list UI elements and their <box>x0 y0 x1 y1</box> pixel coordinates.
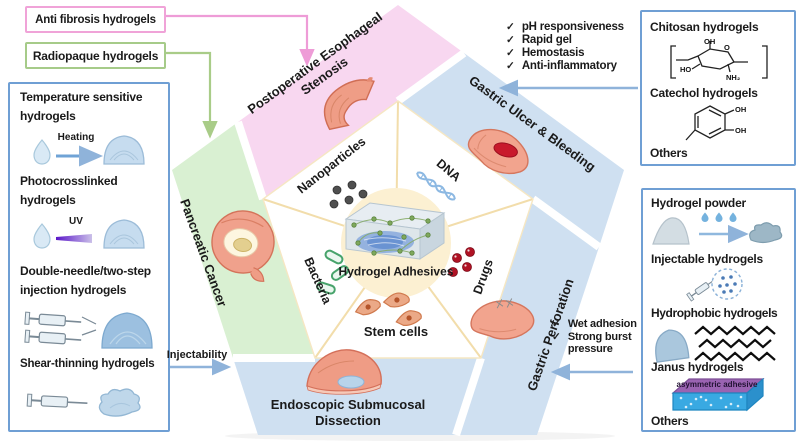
double-needle-icon-row <box>24 306 162 352</box>
shear-thinning-icon-row <box>26 382 156 422</box>
check-icon: ✓ <box>506 60 515 72</box>
droplets-icon <box>701 212 737 222</box>
bacteria-icon <box>316 249 350 295</box>
atom-oh: OH <box>735 126 746 135</box>
check-label: Rapid gel <box>521 34 572 46</box>
janus-face-label: asymmetric adhesive <box>676 380 758 389</box>
chitosan-structure-icon: OH O HO NH₂ <box>670 38 768 82</box>
material-hydrogels-panel: Chitosan hydrogels OH O HO NH₂ Catechol … <box>640 10 796 166</box>
stomach-perforation-illustration <box>470 298 535 340</box>
check-icon: ✓ <box>506 47 515 59</box>
radiopaque-connector <box>162 51 218 139</box>
esd-tissue-illustration <box>306 349 382 395</box>
chitosan-label: Chitosan hydrogels <box>650 20 759 34</box>
check-icon: ✓ <box>552 331 561 343</box>
gp-checklist: ✓ Wet adhesion ✓ Strong burst pressure <box>552 318 644 356</box>
droplet-icon <box>33 223 51 249</box>
gub-checklist: ✓ pH responsiveness ✓ Rapid gel ✓ Hemostasi… <box>506 21 636 73</box>
inner-pentagon-outline <box>262 100 534 359</box>
check-label: Wet adhesion <box>567 318 637 330</box>
injectability-label: Injectability <box>166 349 228 362</box>
injection-hydrogels-panel: Temperature sensitive hydrogels Heating … <box>8 82 170 432</box>
hydrogel-powder-label: Hydrogel powder <box>651 196 747 210</box>
checklist-row: ✓ Rapid gel <box>506 34 636 46</box>
gel-dome-icon <box>103 219 145 249</box>
section-endoscopic-submucosal-dissection <box>233 358 481 435</box>
atom-ho: HO <box>680 65 691 74</box>
anti-fibrosis-connector <box>162 14 315 67</box>
hydrophobic-icon <box>655 325 776 363</box>
injectable-icon <box>686 268 743 302</box>
form-hydrogels-panel: Hydrogel powder Injectable hydrogels Hyd… <box>641 188 796 432</box>
gel-dome-icon <box>103 135 145 165</box>
catechol-structure-icon: OH OH <box>685 105 746 141</box>
atom-nh2: NH₂ <box>726 73 740 82</box>
janus-icon <box>671 378 765 412</box>
dna-icon <box>416 171 456 201</box>
check-label: Strong burst pressure <box>567 331 632 355</box>
uv-label: UV <box>69 216 83 227</box>
photocrosslinked-icon-row: UV <box>30 212 162 252</box>
checklist-row: ✓ Strong burst pressure <box>552 331 644 355</box>
injectable-label: Injectable hydrogels <box>651 252 764 266</box>
radiopaque-box: Radiopaque hydrogels <box>25 42 166 69</box>
checklist-row: ✓ pH responsiveness <box>506 21 636 33</box>
temperature-sensitive-label: Temperature sensitive hydrogels <box>20 90 143 123</box>
droplet-icon <box>33 139 51 165</box>
zigzag-chains-icon <box>694 325 776 362</box>
checklist-row: ✓ Hemostasis <box>506 47 636 59</box>
shear-thinning-label: Shear-thinning hydrogels <box>20 358 155 370</box>
gel-blob-icon <box>98 388 141 417</box>
checklist-row: ✓ Wet adhesion <box>552 318 644 330</box>
pancreas-illustration <box>211 210 275 282</box>
check-icon: ✓ <box>552 318 561 330</box>
payload-label-stem-cells: Stem cells <box>363 323 429 339</box>
janus-label: Janus hydrogels <box>651 360 744 374</box>
temperature-sensitive-icon-row: Heating <box>30 128 162 168</box>
section-label-esd: Endoscopic Submucosal Dissection <box>270 396 426 428</box>
syringe-icon <box>26 393 88 408</box>
others-label: Others <box>651 414 689 428</box>
radiopaque-label: Radiopaque hydrogels <box>32 48 159 63</box>
double-needle-label: Double-needle/two-step injection hydroge… <box>20 264 151 297</box>
drugs-icon <box>448 247 475 277</box>
photocrosslinked-label: Photocrosslinked hydrogels <box>20 174 118 207</box>
atom-oh: OH <box>735 105 746 114</box>
center-label: Hydrogel Adhesives <box>338 264 454 279</box>
checklist-row: ✓ Anti-inflammatory <box>506 60 636 72</box>
nanoparticles-icon <box>329 180 368 209</box>
atom-oh: OH <box>704 38 715 46</box>
syringe-icon <box>24 311 97 345</box>
hydrogel-powder-icon <box>652 212 783 245</box>
anti-fibrosis-box: Anti fibrosis hydrogels <box>25 6 166 33</box>
hydrogel-box-illustration <box>344 202 446 260</box>
heating-label: Heating <box>57 132 95 143</box>
esophagus-illustration <box>323 77 375 131</box>
atom-o: O <box>724 43 730 52</box>
catechol-label: Catechol hydrogels <box>650 86 758 100</box>
others-label: Others <box>650 146 688 160</box>
stem-cells-icon <box>354 292 422 326</box>
check-icon: ✓ <box>506 34 515 46</box>
anti-fibrosis-label: Anti fibrosis hydrogels <box>35 13 156 26</box>
check-label: Hemostasis <box>521 47 585 59</box>
check-label: pH responsiveness <box>521 21 624 33</box>
check-icon: ✓ <box>506 21 515 33</box>
check-label: Anti-inflammatory <box>521 60 617 72</box>
section-gaps <box>233 49 602 437</box>
stomach-ulcer-illustration <box>467 128 529 175</box>
hydrophobic-label: Hydrophobic hydrogels <box>651 306 778 320</box>
uv-beam-icon <box>56 234 92 243</box>
